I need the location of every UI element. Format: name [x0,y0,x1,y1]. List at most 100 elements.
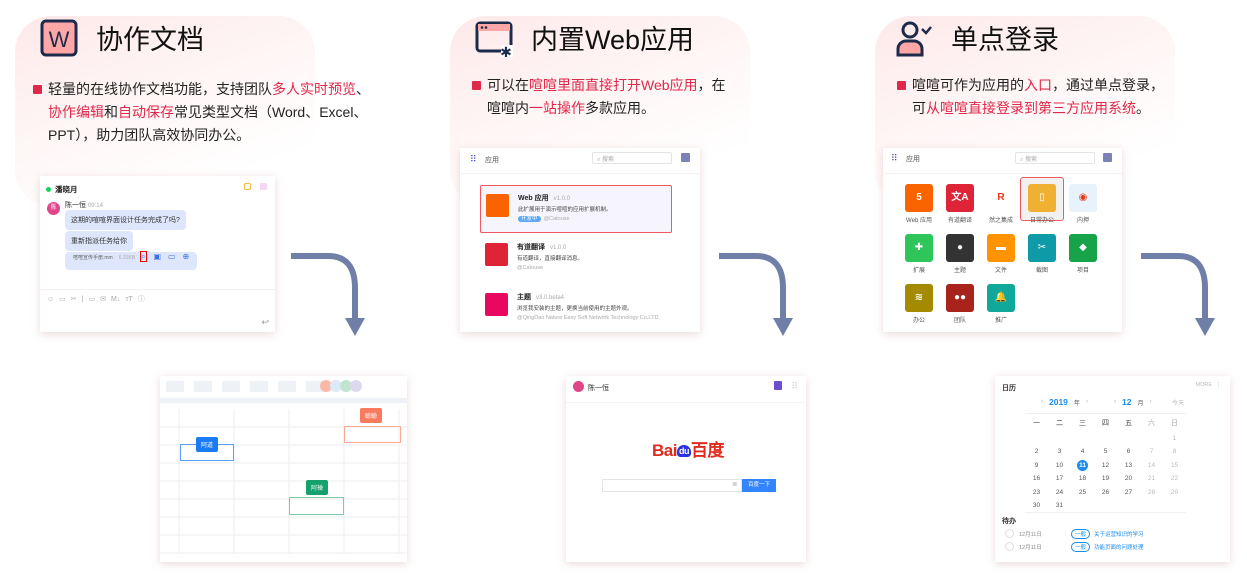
calendar-day[interactable]: 8 [1172,448,1177,456]
calendar-day[interactable] [1163,499,1186,513]
scissors-icon[interactable]: ✂ [70,296,77,303]
month-value[interactable]: 12 [1122,397,1132,407]
calendar-day[interactable]: 14 [1147,461,1156,469]
search-input[interactable]: ◙ [602,479,742,492]
notice-icon[interactable] [244,183,251,190]
html5-icon[interactable] [774,381,782,390]
todo-text[interactable]: 功能页面的问题处理 [1094,545,1144,551]
toolbar-button[interactable] [250,381,268,392]
app-icon[interactable]: ▬ [987,234,1015,262]
calendar-day[interactable]: 5 [1103,448,1108,456]
calendar-day[interactable]: 23 [1032,488,1041,496]
apps-grid-icon[interactable]: ⠿ [470,154,477,164]
more-link[interactable]: MORE [1195,382,1213,388]
calendar-day[interactable] [1048,432,1071,446]
folder-icon[interactable]: ▭ [168,252,176,261]
calendar-day[interactable] [1094,432,1117,446]
calendar-day[interactable]: 7 [1149,448,1154,456]
toolbar-button[interactable] [194,381,212,392]
app-icon[interactable]: ◉ [1069,184,1097,212]
calendar-day[interactable]: 31 [1055,502,1064,509]
settings-icon[interactable] [1103,153,1112,162]
open-icon[interactable]: ▣ [153,252,162,261]
search-button[interactable]: 百度一下 [742,479,776,492]
calendar-day[interactable]: 10 [1055,461,1064,469]
prev-month-icon[interactable]: ‹ [1114,399,1116,405]
search-input[interactable]: ⌕ 搜索 [592,152,672,164]
calendar-day[interactable] [1094,499,1117,513]
image-icon[interactable]: ▭ [59,296,66,303]
calendar-day[interactable] [1117,499,1140,513]
calendar-day[interactable]: 4 [1080,448,1085,456]
app-icon[interactable]: ✂ [1028,234,1056,262]
calendar-day[interactable]: 3 [1057,448,1062,456]
today-button[interactable]: 今天 [1172,401,1185,407]
settings-icon[interactable] [681,153,690,162]
calendar-day[interactable]: 11 [1071,459,1094,473]
app-icon[interactable]: ▯ [1028,184,1056,212]
calendar-day[interactable]: 2 [1034,448,1039,456]
calendar-day[interactable]: 24 [1055,488,1064,496]
calendar-day[interactable]: 26 [1101,488,1110,496]
camera-icon[interactable]: ◙ [732,481,737,488]
app-icon[interactable]: 5 [905,184,933,212]
help-icon[interactable]: ⓘ [137,296,145,303]
calendar-day[interactable] [1140,499,1163,513]
avatar[interactable]: 陈 [47,202,60,215]
apps-grid-icon[interactable]: ⠿ [891,153,898,163]
calendar-day[interactable]: 13 [1124,461,1133,469]
download-icon[interactable]: ⊕ [182,252,190,261]
font-size-icon[interactable]: ᴛT [125,295,133,303]
calendar-day[interactable]: 6 [1126,448,1131,456]
emoji-icon[interactable]: ☺ [47,295,55,303]
todo-text[interactable]: 关于运营知识的学习 [1094,532,1144,538]
sidebar-toggle-icon[interactable] [260,183,267,190]
todo-checkbox[interactable] [1005,529,1014,538]
send-icon[interactable]: ↩ [261,317,269,327]
calendar-day[interactable] [1071,432,1094,446]
app-icon[interactable]: R [987,184,1015,212]
markdown-icon[interactable]: M↓ [110,295,121,303]
calendar-day[interactable]: 30 [1032,502,1041,509]
calendar-day[interactable]: 12 [1101,461,1110,469]
calendar-day[interactable] [1117,432,1140,446]
calendar-day[interactable]: 20 [1124,475,1133,483]
calendar-day[interactable]: 29 [1170,488,1179,496]
calendar-day[interactable]: 1 [1172,434,1177,442]
calendar-day[interactable]: 17 [1055,475,1064,483]
prev-year-icon[interactable]: ‹ [1041,399,1043,405]
toolbar-button[interactable] [222,381,240,392]
mail-icon[interactable]: ✉ [100,296,106,303]
calendar-day[interactable] [1071,499,1094,513]
preview-search-icon[interactable]: ⌕ [140,251,147,262]
calendar-day[interactable]: 15 [1170,461,1179,469]
calendar-day[interactable]: 18 [1078,475,1087,483]
calendar-day[interactable]: 16 [1032,475,1041,483]
toolbar-button[interactable] [306,381,324,392]
app-icon[interactable]: ●● [946,284,974,312]
app-icon[interactable]: 文A [946,184,974,212]
toolbar-button[interactable] [278,381,296,392]
next-month-icon[interactable]: › [1149,399,1152,405]
calendar-day[interactable] [1025,432,1048,446]
more-options-icon[interactable]: ⋮ [1215,382,1222,389]
app-icon[interactable]: ◆ [1069,234,1097,262]
calendar-day[interactable]: 25 [1078,488,1087,496]
calendar-day[interactable]: 19 [1101,475,1110,483]
todo-checkbox[interactable] [1005,542,1014,551]
app-icon[interactable]: ≋ [905,284,933,312]
cell-cursor[interactable] [289,497,344,515]
year-value[interactable]: 2019 [1049,397,1068,407]
app-icon[interactable]: ✚ [905,234,933,262]
calendar-day[interactable] [1140,432,1163,446]
calendar-day[interactable]: 27 [1124,488,1133,496]
app-icon[interactable]: ● [946,234,974,262]
toolbar-button[interactable] [166,381,184,392]
folder-icon[interactable]: ▭ [88,296,96,303]
next-year-icon[interactable]: › [1085,399,1088,405]
calendar-day[interactable]: 21 [1147,475,1156,483]
search-input[interactable]: ⌕ 搜索 [1015,152,1095,164]
